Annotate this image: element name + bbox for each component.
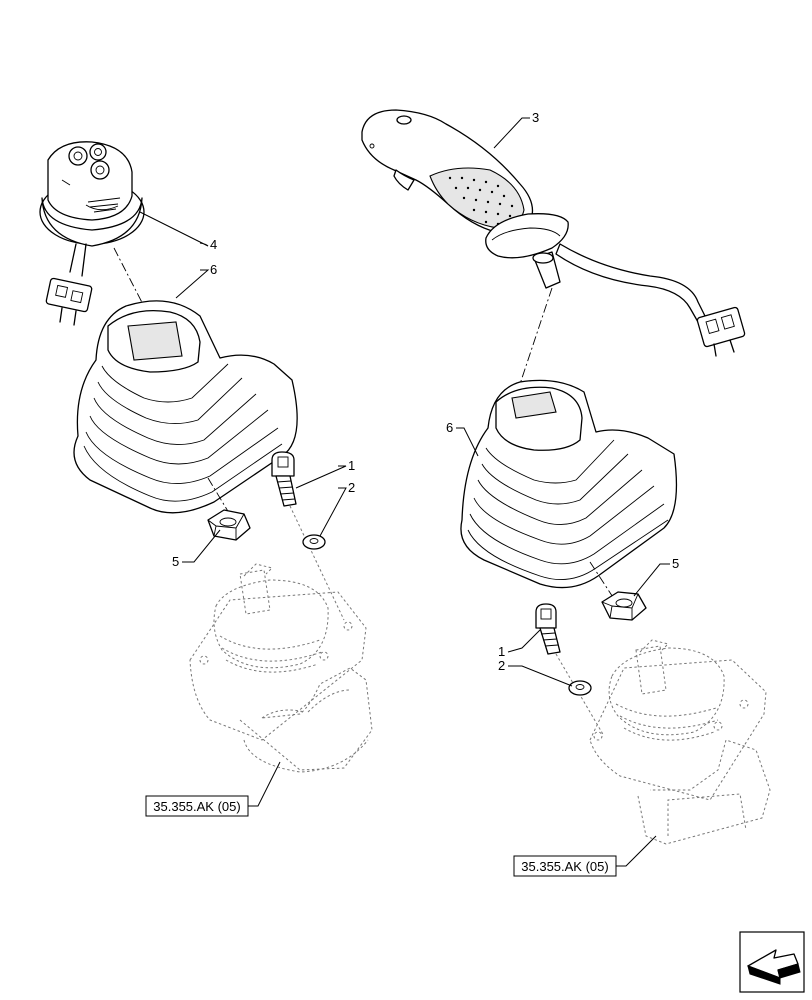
callout-left-6: 6 <box>210 262 217 277</box>
left-screw <box>271 451 345 621</box>
right-washer <box>568 680 592 696</box>
callout-right-5: 5 <box>672 556 679 571</box>
right-rubber-boot <box>460 379 678 609</box>
callout-left-4: 4 <box>210 237 217 252</box>
callout-left-1: 1 <box>348 458 355 473</box>
left-assembly <box>39 141 373 773</box>
callout-right-2: 2 <box>498 658 505 673</box>
left-washer <box>302 534 326 550</box>
reference-right-label[interactable]: 35.355.AK (05) <box>521 859 608 874</box>
left-rubber-boot <box>73 300 298 519</box>
left-joystick-valve <box>189 563 373 773</box>
right-nut <box>601 591 647 621</box>
navigation-arrow-icon[interactable] <box>739 931 805 993</box>
right-joystick-valve <box>589 639 771 845</box>
callout-right-1: 1 <box>498 644 505 659</box>
callout-right-3: 3 <box>532 110 539 125</box>
callout-labels: 4 6 1 2 5 3 6 5 1 2 <box>172 110 679 673</box>
reference-left[interactable]: 35.355.AK (05) <box>145 795 249 817</box>
left-cable-connector <box>45 243 93 326</box>
left-knob-cap <box>39 141 145 247</box>
callout-left-2: 2 <box>348 480 355 495</box>
leader-lines <box>139 117 670 867</box>
right-screw <box>535 603 605 737</box>
right-joystick-handle <box>361 109 746 391</box>
callout-left-5: 5 <box>172 554 179 569</box>
reference-left-label[interactable]: 35.355.AK (05) <box>153 799 240 814</box>
right-assembly <box>361 109 771 845</box>
callout-right-6: 6 <box>446 420 453 435</box>
left-nut <box>207 509 251 541</box>
reference-right[interactable]: 35.355.AK (05) <box>513 855 617 877</box>
